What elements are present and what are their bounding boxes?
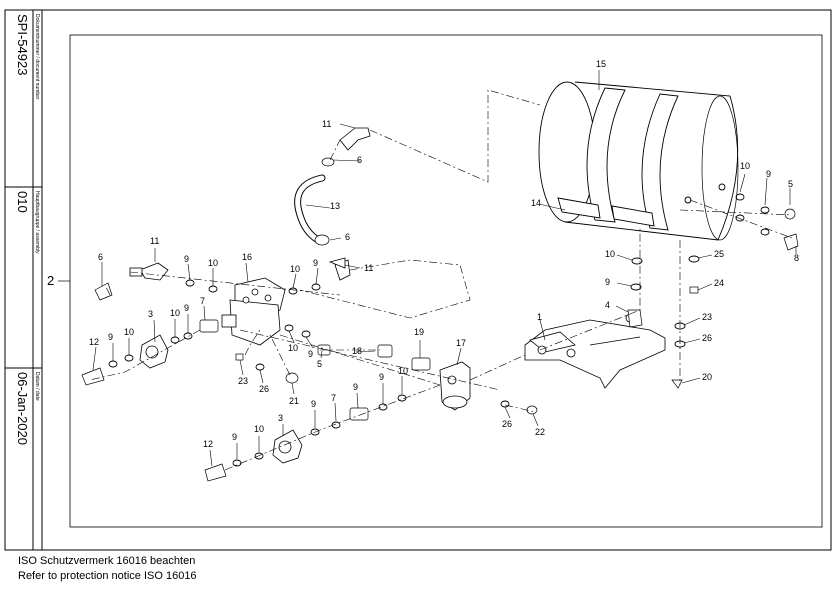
valve-17	[439, 361, 471, 411]
callout-1: 1	[537, 312, 543, 322]
callout-20: 20	[702, 372, 713, 382]
filter-3-upper	[139, 334, 169, 369]
document-number-label: Dokumentnummer / document number	[34, 14, 40, 100]
callout-5: 5	[788, 179, 794, 189]
callout-9: 9	[605, 277, 611, 287]
callout-26: 26	[259, 384, 270, 394]
callout-7: 7	[331, 393, 337, 403]
callout-15: 15	[596, 59, 607, 69]
callout-3: 3	[278, 413, 284, 423]
valve-16	[221, 277, 286, 346]
callout-9: 9	[184, 254, 190, 264]
assembly-number: 010	[15, 191, 30, 213]
callout-9: 9	[353, 382, 359, 392]
callout-11: 11	[150, 236, 160, 246]
callout-5: 5	[317, 359, 323, 369]
callout-10: 10	[290, 264, 301, 274]
callout-24: 24	[714, 278, 725, 288]
callout-8: 8	[794, 253, 800, 263]
callout-10: 10	[254, 424, 265, 434]
filter-3-lower	[272, 429, 303, 464]
assembly-label: Hauptbaugruppe / assembly	[34, 191, 40, 254]
callout-19: 19	[414, 327, 425, 337]
callout-16: 16	[242, 252, 253, 262]
callout-17: 17	[456, 338, 467, 348]
callout-4: 4	[605, 300, 611, 310]
callout-10: 10	[398, 366, 409, 376]
callout-10: 10	[605, 249, 616, 259]
callout-26: 26	[502, 419, 513, 429]
callout-12: 12	[203, 439, 214, 449]
callout-11: 11	[322, 119, 332, 129]
callout-7: 7	[200, 296, 206, 306]
callout-9: 9	[184, 303, 190, 313]
callout-10: 10	[170, 308, 181, 318]
date-label: Datum / date	[34, 372, 40, 401]
bracket	[524, 313, 666, 389]
callout-9: 9	[313, 258, 319, 268]
callout-9: 9	[311, 399, 317, 409]
callout-10: 10	[124, 327, 135, 337]
callout-11: 11	[364, 263, 374, 273]
callout-6: 6	[98, 252, 104, 262]
callout-13: 13	[330, 201, 341, 211]
document-number: SPI-54923	[15, 14, 30, 76]
callout-21: 21	[289, 396, 300, 406]
protection-notice-en: Refer to protection notice ISO 16016	[18, 570, 197, 582]
callout-9: 9	[108, 332, 114, 342]
callout-12: 12	[89, 337, 100, 347]
callout-26: 26	[702, 333, 713, 343]
outer-frame	[4, 9, 832, 551]
assembly-lines	[89, 89, 793, 471]
callout-10: 10	[740, 161, 751, 171]
air-tank	[538, 81, 739, 241]
callout-3: 3	[148, 309, 154, 319]
callout-6: 6	[345, 232, 351, 242]
callout-10: 10	[208, 258, 219, 268]
date-value: 06-Jan-2020	[15, 372, 30, 445]
elbow-fittings-11	[129, 127, 371, 281]
callout-10: 10	[288, 343, 299, 353]
callout-18: 18	[352, 346, 363, 356]
leader-lines	[92, 70, 797, 467]
protection-notice-de: ISO Schutzvermerk 16016 beachten	[18, 555, 196, 567]
callout-9: 9	[379, 372, 385, 382]
callout-9: 9	[766, 169, 772, 179]
callout-23: 23	[238, 376, 249, 386]
callout-6: 6	[357, 155, 363, 165]
callout-25: 25	[714, 249, 725, 259]
view-label: 2	[47, 273, 55, 288]
callout-9: 9	[308, 349, 314, 359]
callout-9: 9	[232, 432, 238, 442]
small-fittings	[81, 157, 799, 482]
callout-22: 22	[535, 427, 546, 437]
callout-23: 23	[702, 312, 713, 322]
callout-14: 14	[531, 198, 542, 208]
